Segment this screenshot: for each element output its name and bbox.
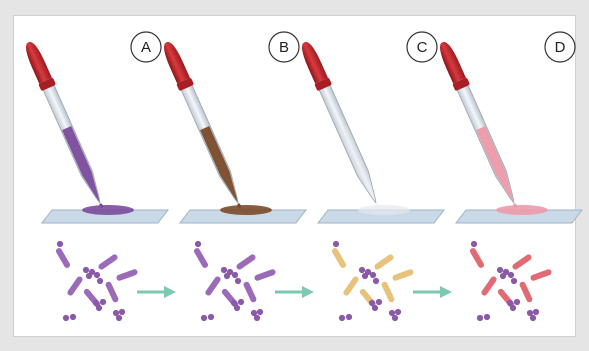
rod-bacterium [342,275,360,296]
rod-bacterium [235,253,256,271]
arrow-right-icon [413,286,452,298]
step-label: D [555,39,566,56]
rod-bacterium [97,253,118,271]
coccus-bacterium [254,315,260,321]
coccus-bacterium [376,299,382,305]
coccus-bacterium [100,299,106,305]
rod-bacterium [105,281,120,303]
coccus-bacterium [257,309,263,315]
coccus-bacterium [500,273,506,279]
step-a: A [21,32,168,321]
coccus-bacterium [195,241,201,247]
coccus-bacterium [533,309,539,315]
rod-bacterium [373,253,394,271]
coccus-bacterium [370,272,376,278]
coccus-bacterium [510,305,516,311]
bacteria-cluster [193,241,276,321]
arrow-right-icon [137,286,176,298]
rod-bacterium [469,247,485,269]
arrow-right-icon [275,286,314,298]
coccus-bacterium [511,278,517,284]
coccus-bacterium [346,314,352,320]
rod-bacterium [381,281,396,303]
rod-bacterium [254,268,277,281]
stain-puddle [358,205,410,215]
bacteria-cluster [331,241,414,321]
coccus-bacterium [221,267,227,273]
coccus-bacterium [96,305,102,311]
rod-bacterium [243,281,258,303]
coccus-bacterium [471,241,477,247]
coccus-bacterium [484,314,490,320]
coccus-bacterium [359,267,365,273]
coccus-bacterium [514,299,520,305]
coccus-bacterium [392,315,398,321]
step-b: B [159,32,306,321]
coccus-bacterium [373,278,379,284]
rod-bacterium [204,275,222,296]
coccus-bacterium [70,314,76,320]
coccus-bacterium [83,267,89,273]
rod-bacterium [116,268,139,281]
coccus-bacterium [232,272,238,278]
stain-puddle [496,205,548,215]
coccus-bacterium [224,273,230,279]
coccus-bacterium [116,315,122,321]
coccus-bacterium [372,305,378,311]
step-label: A [141,39,151,56]
coccus-bacterium [235,278,241,284]
coccus-bacterium [94,272,100,278]
coccus-bacterium [119,309,125,315]
rod-bacterium [193,247,209,269]
coccus-bacterium [333,241,339,247]
coccus-bacterium [63,315,69,321]
coccus-bacterium [86,273,92,279]
rod-bacterium [530,268,553,281]
rod-bacterium [55,247,71,269]
step-label: C [417,39,428,56]
rod-bacterium [331,247,347,269]
coccus-bacterium [395,309,401,315]
step-c: C [297,32,444,321]
step-d: D [435,32,582,321]
coccus-bacterium [497,267,503,273]
coccus-bacterium [208,314,214,320]
coccus-bacterium [530,315,536,321]
coccus-bacterium [238,299,244,305]
rod-bacterium [392,268,415,281]
coccus-bacterium [362,273,368,279]
dropper-icon [297,39,385,211]
rod-bacterium [519,281,534,303]
stain-puddle [220,205,272,215]
coccus-bacterium [508,272,514,278]
dropper-icon [159,39,247,211]
coccus-bacterium [57,241,63,247]
step-label: B [279,39,289,56]
coccus-bacterium [97,278,103,284]
dropper-icon [435,39,523,211]
coccus-bacterium [339,315,345,321]
coccus-bacterium [201,315,207,321]
coccus-bacterium [477,315,483,321]
dropper-icon [21,39,109,211]
bacteria-cluster [469,241,552,321]
rod-bacterium [511,253,532,271]
coccus-bacterium [234,305,240,311]
rod-bacterium [480,275,498,296]
rod-bacterium [66,275,84,296]
stain-puddle [82,205,134,215]
bacteria-cluster [55,241,138,321]
